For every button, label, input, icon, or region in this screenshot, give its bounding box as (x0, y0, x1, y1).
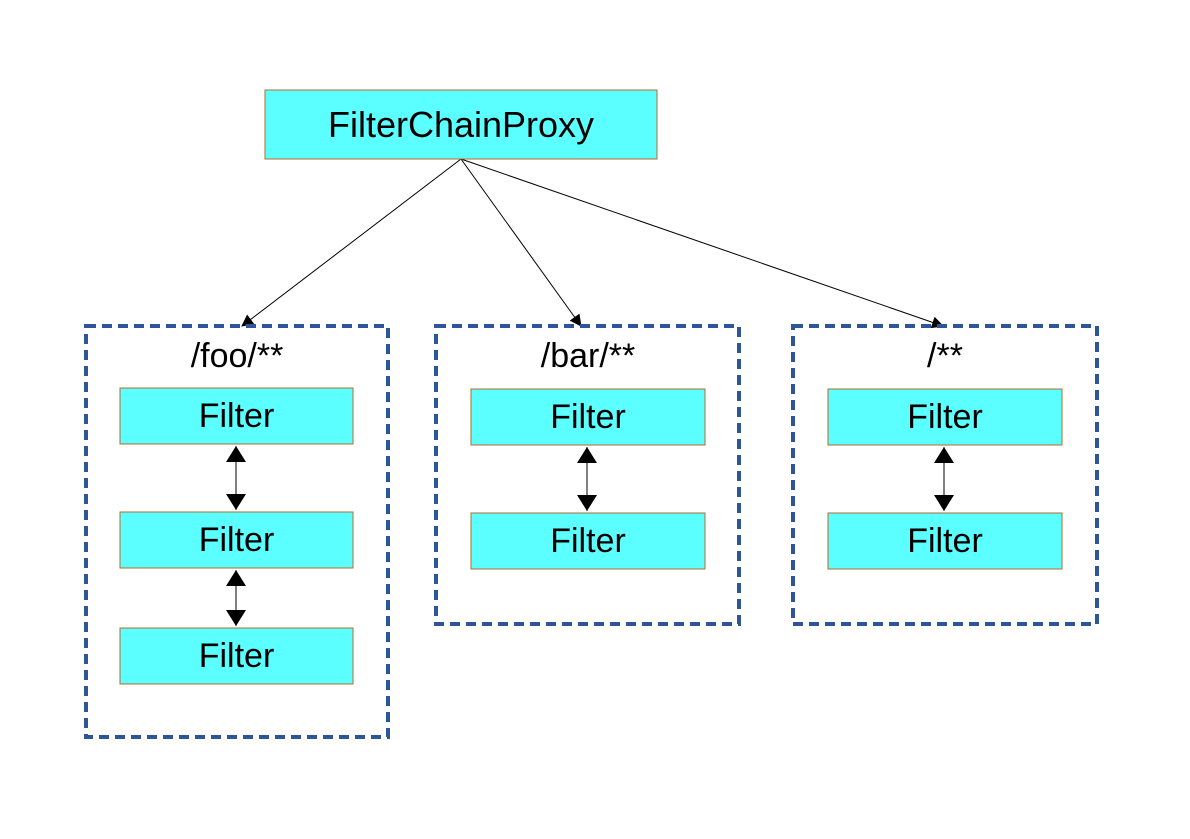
filter-node-label: Filter (907, 398, 983, 436)
filter-node (119, 627, 354, 685)
root-connectors (241, 158, 944, 329)
connector-root-to-chain-bar (460, 158, 582, 327)
chain-border (434, 324, 741, 626)
root-node: FilterChainProxy (264, 89, 658, 160)
chain-border (791, 324, 1099, 626)
filter-node (119, 511, 354, 569)
filter-node (470, 388, 706, 446)
filter-node-label: Filter (550, 398, 626, 436)
filter-node (470, 512, 706, 570)
filter-node-label: Filter (199, 521, 275, 559)
root-node-box (264, 89, 658, 160)
chain-pattern-label: /foo/** (191, 337, 284, 375)
chain-border (84, 324, 390, 739)
root-node-label: FilterChainProxy (328, 104, 594, 145)
filter-node-label: Filter (199, 637, 275, 675)
chain-pattern-label: /** (927, 337, 963, 375)
chain-pattern-label: /bar/** (541, 337, 636, 375)
filter-node-label: Filter (550, 522, 626, 560)
filter-node (827, 388, 1063, 446)
filter-node (119, 387, 354, 445)
chain-group-bar: /bar/** Filter Filter (434, 324, 741, 626)
filter-node (827, 512, 1063, 570)
filter-node-label: Filter (907, 522, 983, 560)
connector-root-to-chain-foo (241, 158, 462, 327)
filter-node-label: Filter (199, 397, 275, 435)
chain-group-all: /** Filter Filter (791, 324, 1099, 626)
chain-group-foo: /foo/** Filter Filter Filter (84, 324, 390, 739)
connector-root-to-chain-all (460, 158, 944, 329)
